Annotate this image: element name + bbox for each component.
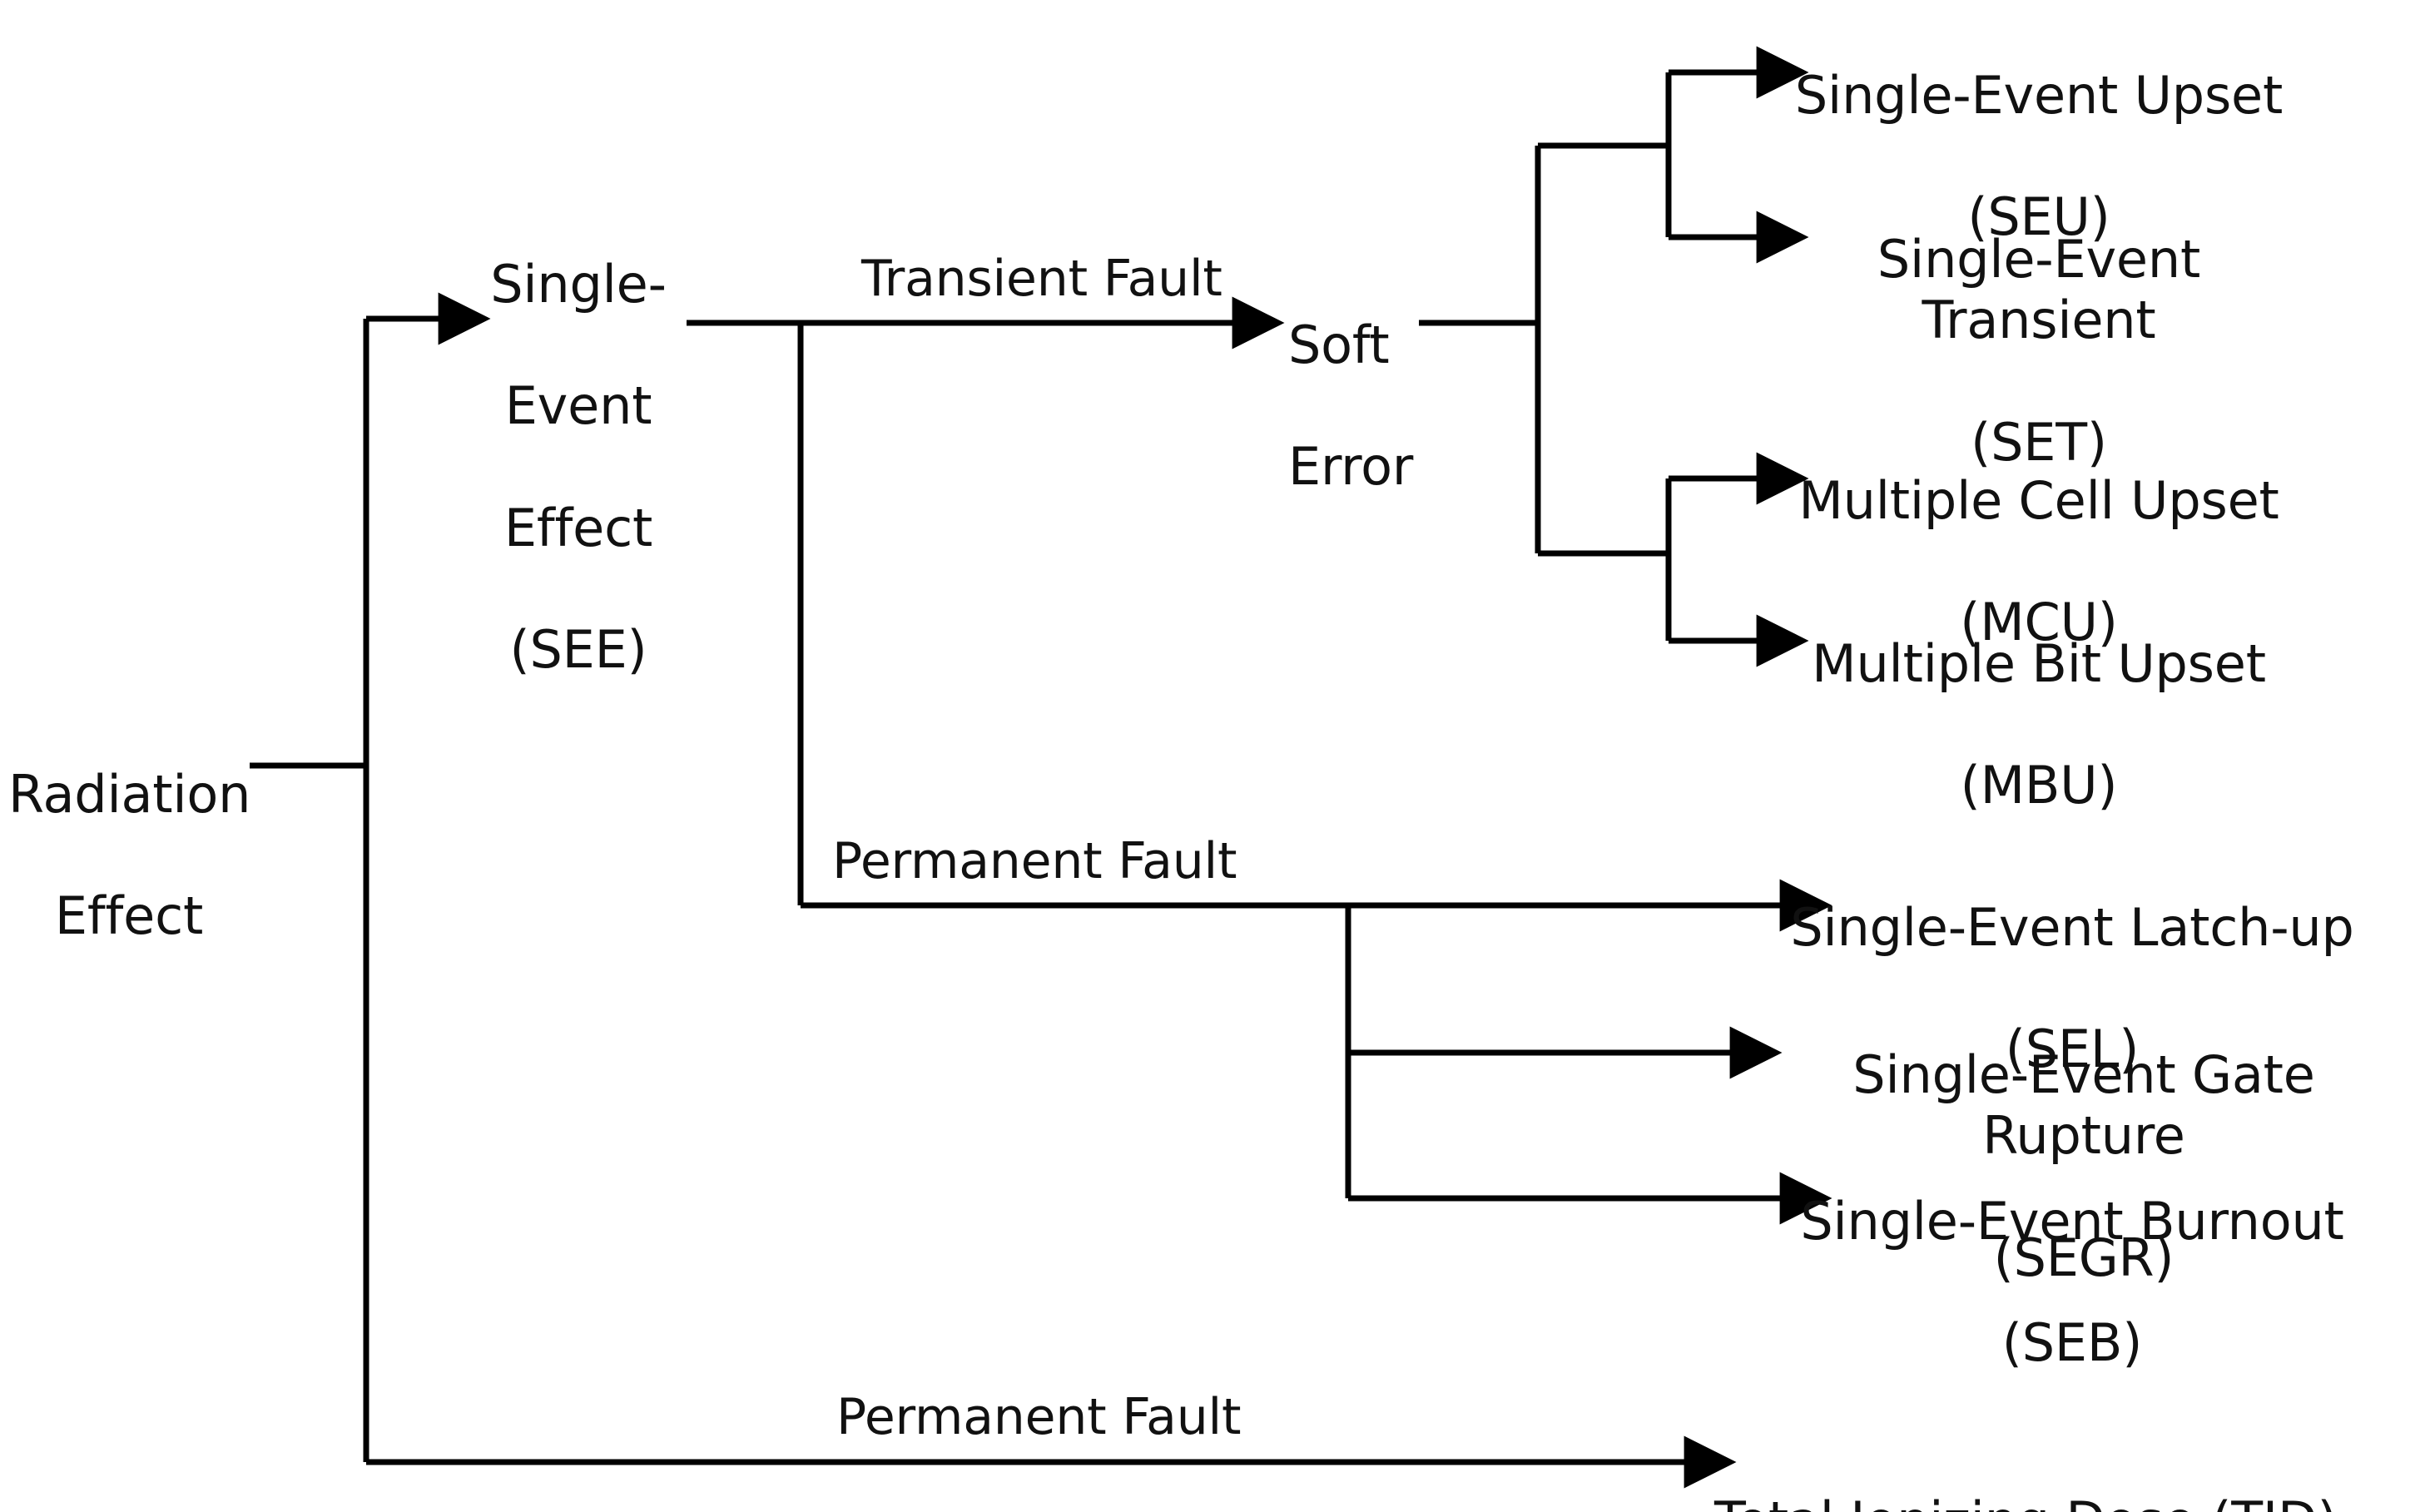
leaf-set-acronym: (SET) bbox=[1971, 411, 2107, 473]
leaf-mbu-acronym: (MBU) bbox=[1960, 755, 2118, 816]
leaf-multiple-cell-upset: Multiple Cell Upset (MCU) bbox=[1764, 409, 2313, 714]
leaf-sel-name: Single-Event Latch-up bbox=[1790, 897, 2354, 959]
leaf-sel-acronym: (SEL) bbox=[2005, 1019, 2140, 1080]
leaf-mbu-name: Multiple Bit Upset bbox=[1812, 633, 2266, 695]
node-soft-error: Soft Error bbox=[1288, 254, 1471, 558]
node-see-line3: Effect bbox=[503, 497, 653, 558]
leaf-single-event-transient: Single-Event Transient (SET) bbox=[1764, 168, 2313, 533]
node-radiation-effect-line2: Effect bbox=[54, 885, 204, 947]
leaf-total-ionizing-dose: Total Ionizing Dose (TID) bbox=[1714, 1430, 2405, 1512]
node-see-line1: Single- bbox=[490, 254, 667, 315]
leaf-segr-name: Single-Event Gate Rupture bbox=[1852, 1044, 2315, 1167]
node-radiation-effect-line1: Radiation bbox=[8, 764, 251, 825]
node-radiation-effect: Radiation Effect bbox=[8, 703, 250, 1008]
leaf-seb-acronym: (SEB) bbox=[2001, 1312, 2143, 1374]
leaf-seu-name: Single-Event Upset bbox=[1794, 65, 2284, 126]
leaf-single-event-burnout: Single-Event Burnout (SEB) bbox=[1781, 1130, 2363, 1435]
node-soft-error-line1: Soft bbox=[1288, 315, 1390, 376]
leaf-segr-acronym: (SEGR) bbox=[1993, 1227, 2175, 1288]
leaf-single-event-gate-rupture: Single-Event Gate Rupture (SEGR) bbox=[1748, 984, 2420, 1349]
leaf-mcu-acronym: (MCU) bbox=[1960, 592, 2118, 653]
node-see-line2: Event bbox=[504, 375, 652, 437]
node-soft-error-line2: Error bbox=[1288, 436, 1414, 498]
leaf-multiple-bit-upset: Multiple Bit Upset (MBU) bbox=[1764, 573, 2313, 877]
leaf-set-name: Single-Event Transient bbox=[1877, 229, 2201, 351]
edge-label-permanent-fault-tid: Permanent Fault bbox=[836, 1388, 1242, 1446]
leaf-seb-name: Single-Event Burnout bbox=[1800, 1191, 2344, 1252]
node-see-line4: (SEE) bbox=[509, 619, 647, 681]
leaf-single-event-upset: Single-Event Upset (SEU) bbox=[1764, 4, 2313, 309]
leaf-tid-name: Total Ionizing Dose (TID) bbox=[1714, 1490, 2405, 1512]
leaf-mcu-name: Multiple Cell Upset bbox=[1798, 470, 2279, 532]
node-single-event-effect: Single- Event Effect (SEE) bbox=[479, 193, 678, 741]
leaf-single-event-latch-up: Single-Event Latch-up (SEL) bbox=[1781, 836, 2363, 1141]
edge-label-permanent-fault-see: Permanent Fault bbox=[832, 832, 1237, 890]
leaf-seu-acronym: (SEU) bbox=[1967, 186, 2110, 248]
edge-label-transient-fault: Transient Fault bbox=[861, 250, 1222, 308]
